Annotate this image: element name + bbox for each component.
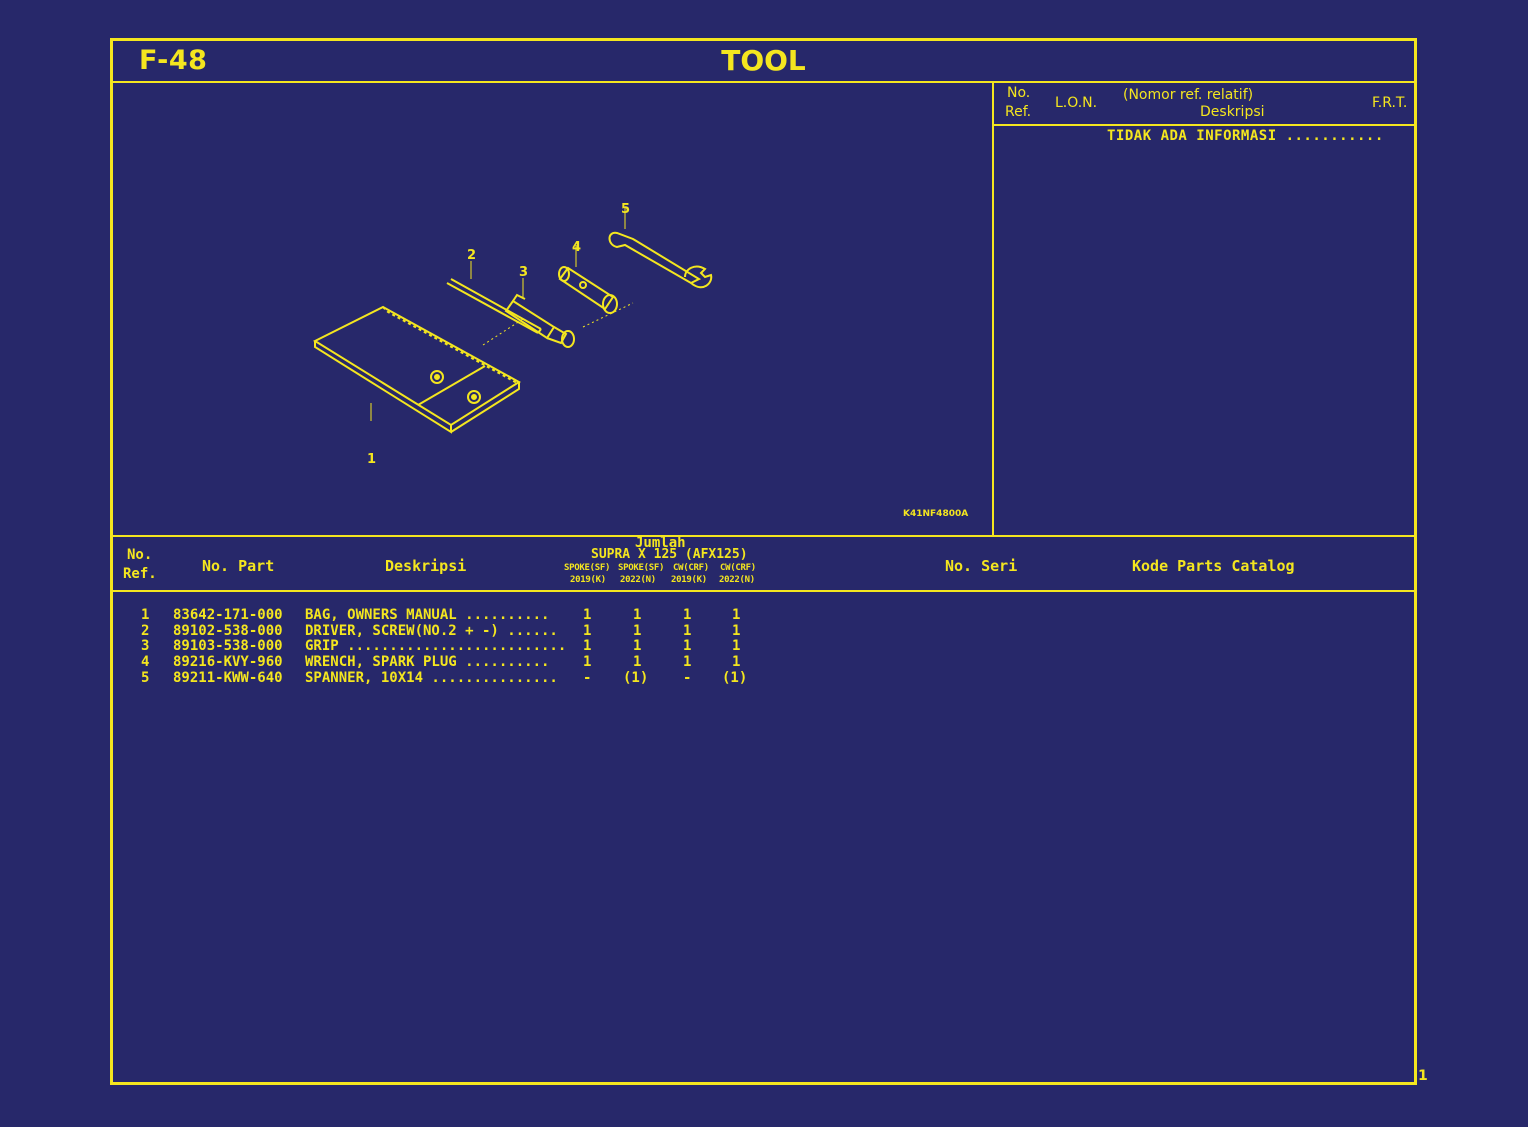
row-qty-1: 1 — [583, 623, 592, 639]
illustration-code: K41NF4800A — [903, 509, 969, 519]
info-panel-header: No. Ref. L.O.N. (Nomor ref. relatif) Des… — [995, 83, 1414, 127]
header-part-no: No. Part — [202, 557, 275, 575]
row-part-no: 89216-KVY-960 — [173, 654, 283, 670]
info-lon: L.O.N. — [1055, 95, 1098, 111]
row-ref: 4 — [141, 654, 150, 670]
row-qty-3: 1 — [683, 607, 692, 623]
header-serial-no: No. Seri — [945, 557, 1018, 575]
table-header-divider — [113, 590, 1414, 592]
illustration-divider — [992, 81, 994, 536]
row-qty-2: 1 — [633, 607, 642, 623]
row-qty-2: 1 — [633, 654, 642, 670]
row-qty-4: 1 — [732, 654, 741, 670]
row-qty-2: 1 — [633, 638, 642, 654]
sheet-title: TOOL — [721, 44, 806, 77]
sheet-code: F-48 — [139, 45, 208, 76]
spark-plug-wrench-part — [558, 245, 618, 314]
row-part-no: 89102-538-000 — [173, 623, 283, 639]
callout-4: 4 — [572, 240, 581, 255]
row-qty-3: 1 — [683, 654, 692, 670]
header-qty: Jumlah — [635, 535, 686, 551]
header-no-ref-line2: Ref. — [123, 566, 157, 582]
parts-sheet-frame: F-48 TOOL — [110, 38, 1417, 1085]
row-qty-1: - — [583, 670, 592, 686]
spanner-part — [582, 207, 713, 328]
row-description: GRIP .......................... — [305, 638, 567, 654]
row-ref: 3 — [141, 638, 150, 654]
table-row: 1 83642-171-000 BAG, OWNERS MANUAL .....… — [113, 607, 1113, 623]
row-qty-1: 1 — [583, 638, 592, 654]
row-part-no: 83642-171-000 — [173, 607, 283, 623]
grip-part — [504, 278, 575, 348]
parts-table-header: No. Ref. No. Part Deskripsi Jumlah SUPRA… — [113, 535, 1414, 591]
row-description: WRENCH, SPARK PLUG .......... — [305, 654, 550, 670]
row-description: BAG, OWNERS MANUAL .......... — [305, 607, 550, 623]
row-qty-3: 1 — [683, 623, 692, 639]
row-part-no: 89103-538-000 — [173, 638, 283, 654]
row-ref: 2 — [141, 623, 150, 639]
table-top-divider — [113, 535, 1414, 537]
table-row: 2 89102-538-000 DRIVER, SCREW(NO.2 + -) … — [113, 623, 1113, 639]
row-qty-4: 1 — [732, 638, 741, 654]
header-year-1: 2019(K) — [570, 575, 606, 585]
header-variant-3: CW(CRF) — [673, 563, 709, 573]
info-frt: F.R.T. — [1372, 95, 1408, 111]
header-year-3: 2019(K) — [671, 575, 707, 585]
header-year-4: 2022(N) — [719, 575, 755, 585]
header-no-ref-line1: No. — [127, 547, 153, 563]
screwdriver-part — [446, 261, 542, 346]
row-qty-3: - — [683, 670, 692, 686]
info-description: Deskripsi — [1200, 104, 1265, 120]
header-model: SUPRA X 125 (AFX125) — [591, 547, 748, 562]
callout-3: 3 — [519, 265, 528, 280]
info-relative-ref: (Nomor ref. relatif) — [1123, 87, 1254, 103]
title-divider — [113, 81, 1414, 83]
callout-2: 2 — [467, 248, 476, 263]
info-header-divider — [993, 124, 1414, 126]
row-part-no: 89211-KWW-640 — [173, 670, 283, 686]
callout-1: 1 — [367, 452, 376, 467]
row-qty-2: 1 — [633, 623, 642, 639]
table-row: 4 89216-KVY-960 WRENCH, SPARK PLUG .....… — [113, 654, 1113, 670]
header-year-2: 2022(N) — [620, 575, 656, 585]
table-row: 3 89103-538-000 GRIP ...................… — [113, 638, 1113, 654]
row-qty-3: 1 — [683, 638, 692, 654]
tool-bag-part — [312, 305, 521, 434]
row-qty-2: (1) — [623, 670, 649, 686]
row-ref: 5 — [141, 670, 150, 686]
row-qty-4: 1 — [732, 623, 741, 639]
row-qty-1: 1 — [583, 607, 592, 623]
tool-kit-drawing: 1 2 3 4 5 — [312, 202, 713, 467]
row-ref: 1 — [141, 607, 150, 623]
table-row: 5 89211-KWW-640 SPANNER, 10X14 .........… — [113, 670, 1113, 686]
header-description: Deskripsi — [385, 557, 467, 575]
row-description: DRIVER, SCREW(NO.2 + -) ...... — [305, 623, 558, 639]
row-qty-1: 1 — [583, 654, 592, 670]
page-number: 1 — [1418, 1068, 1428, 1084]
exploded-view-illustration: 1 2 3 4 5 K41NF4800A — [113, 83, 993, 535]
info-empty-message: TIDAK ADA INFORMASI ........... — [1107, 128, 1384, 144]
header-variant-1: SPOKE(SF) — [564, 563, 611, 573]
row-qty-4: (1) — [722, 670, 748, 686]
info-no-ref-line1: No. — [1007, 85, 1031, 101]
header-variant-2: SPOKE(SF) — [618, 563, 665, 573]
callout-5: 5 — [621, 202, 630, 217]
info-no-ref-line2: Ref. — [1005, 104, 1032, 120]
row-description: SPANNER, 10X14 ............... — [305, 670, 558, 686]
header-catalog-code: Kode Parts Catalog — [1132, 557, 1295, 575]
header-variant-4: CW(CRF) — [720, 563, 756, 573]
row-qty-4: 1 — [732, 607, 741, 623]
